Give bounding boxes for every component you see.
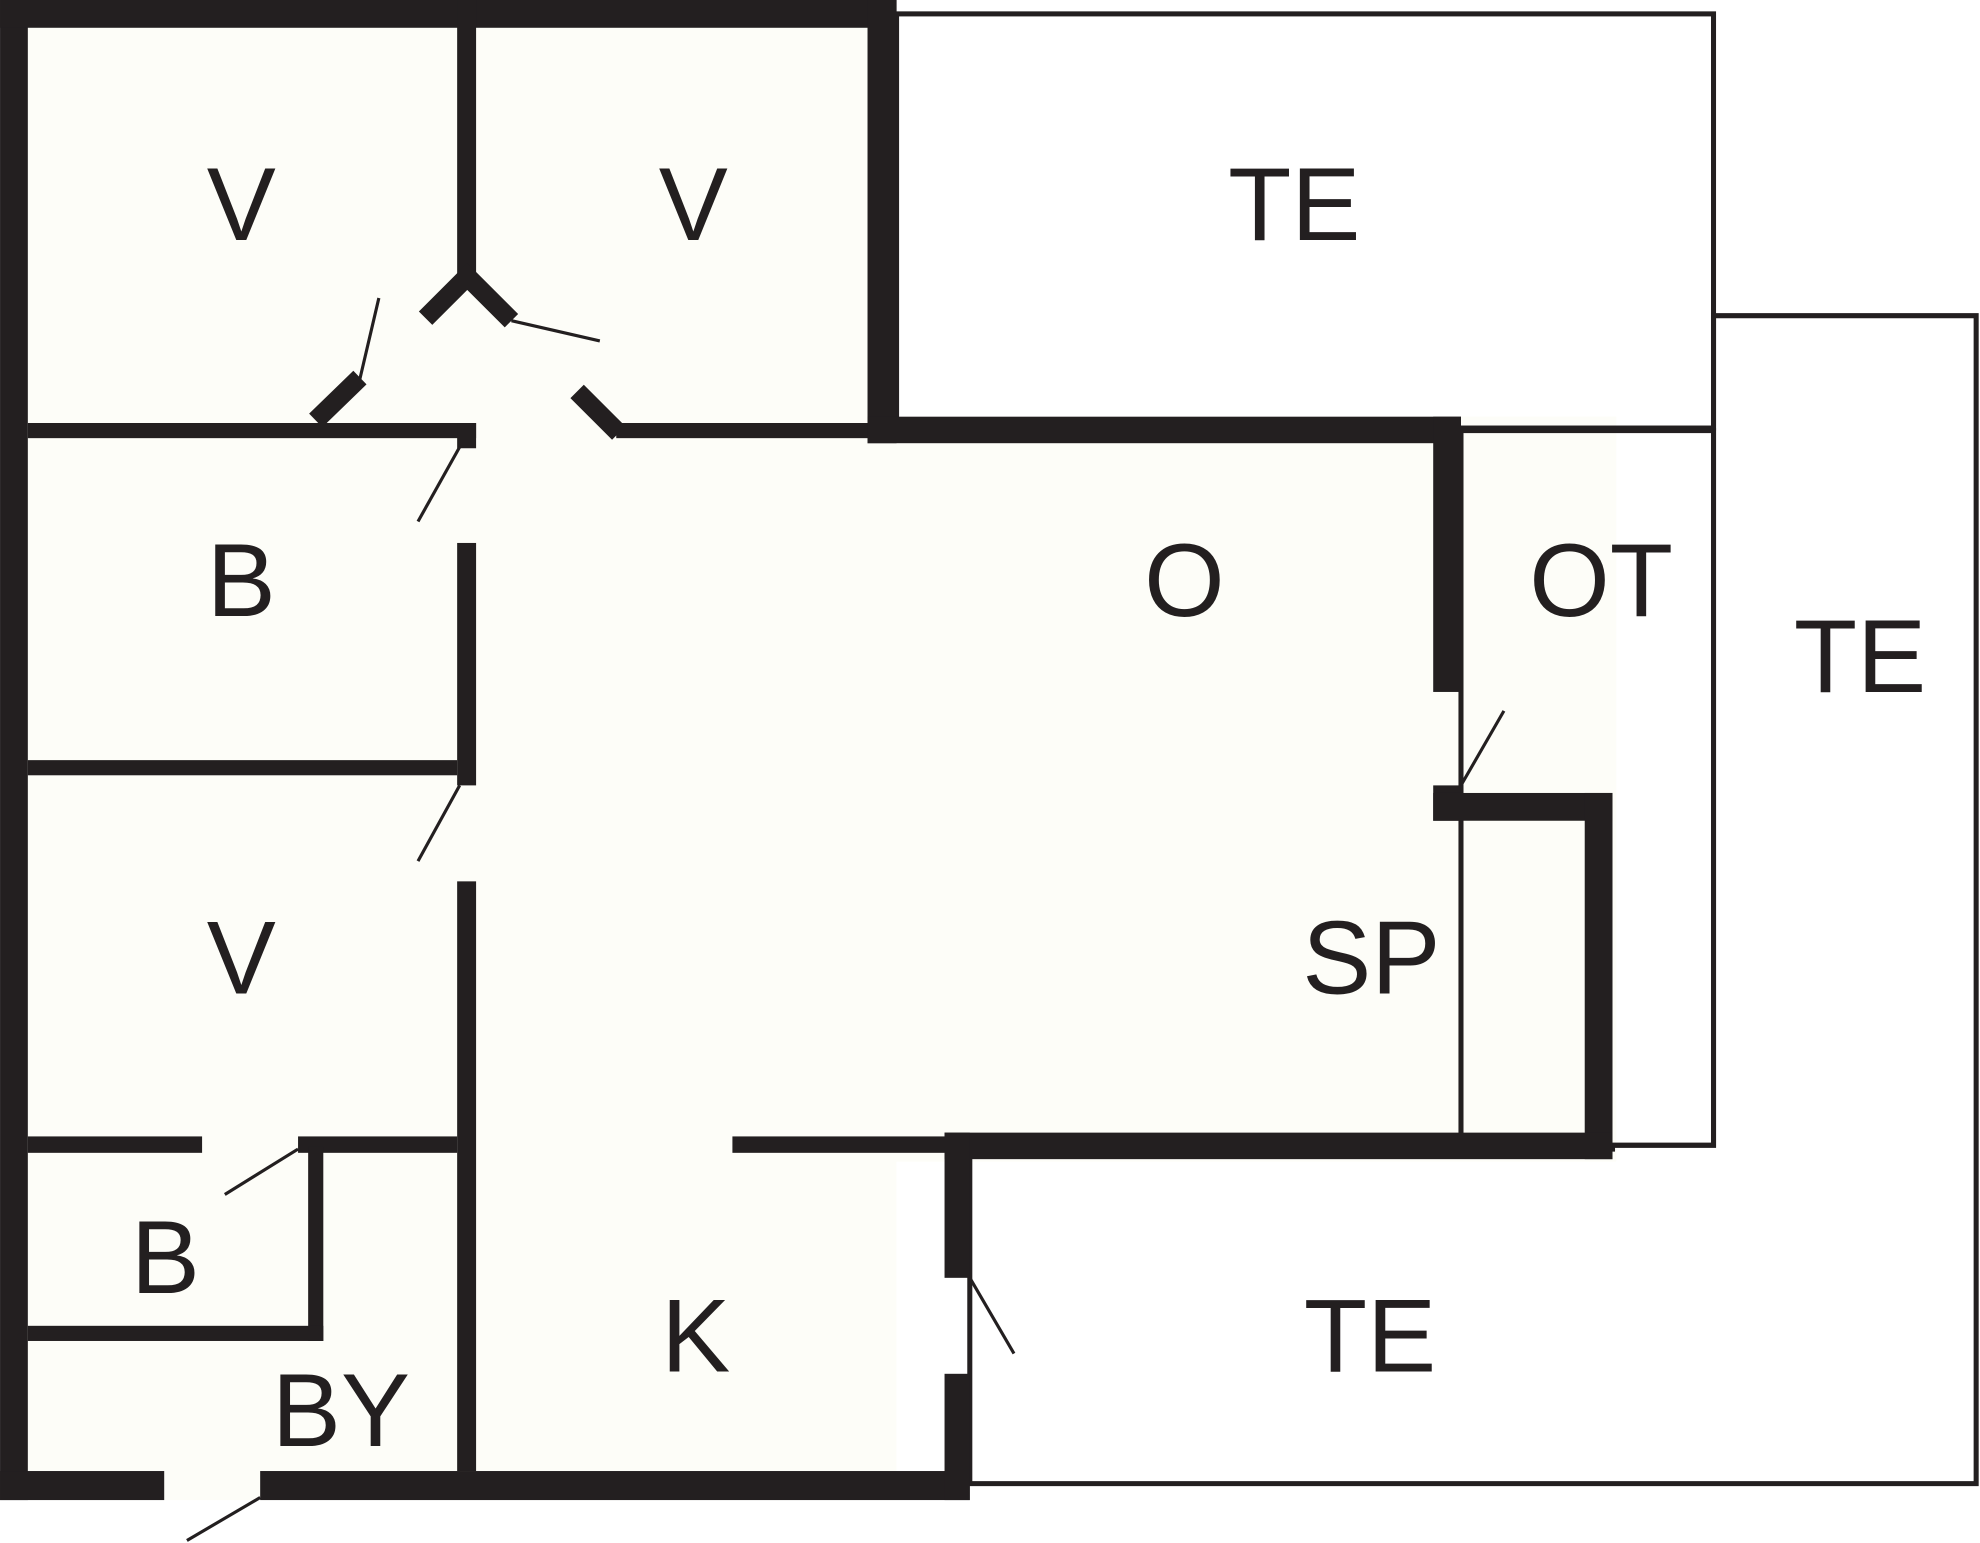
interior-floor-east: [871, 416, 1617, 1162]
walls: [0, 0, 1613, 1501]
room-label-sp: SP: [1302, 900, 1440, 1016]
room-label-v3: V: [207, 900, 276, 1016]
room-label-o: O: [1144, 522, 1225, 638]
room-label-by: BY: [272, 1352, 410, 1468]
room-label-v2: V: [659, 146, 728, 262]
room-label-te-top: TE: [1228, 146, 1360, 262]
interior-floor: [0, 0, 897, 1501]
room-label-ot: OT: [1529, 522, 1673, 638]
room-label-v1: V: [207, 146, 276, 262]
room-label-te-bottom: TE: [1304, 1277, 1436, 1393]
door-swings: [186, 297, 1506, 1542]
room-label-b1: B: [207, 522, 276, 638]
room-label-k: K: [661, 1277, 730, 1393]
room-label-te-right: TE: [1794, 598, 1926, 714]
room-label-b2: B: [131, 1199, 200, 1315]
